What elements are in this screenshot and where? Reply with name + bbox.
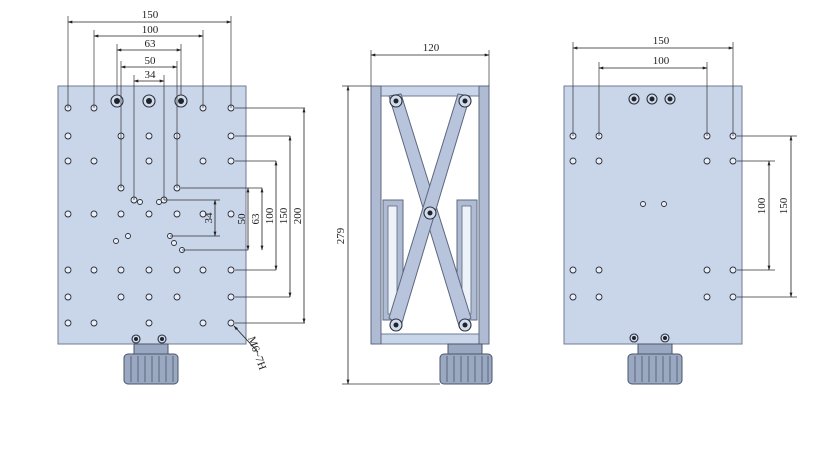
pivot-pins [389,94,472,332]
right-base-plate [563,85,743,345]
middle-adjust-knob [439,343,493,385]
left-tapped-holes [64,104,235,327]
right-counterbore-holes [628,93,676,343]
middle-left-frame [370,85,382,345]
dim-left-right-6: 200 [292,207,304,224]
middle-right-frame [478,85,490,345]
dim-middle-height: 279 [335,227,347,244]
right-side-dimensions: 100 150 [737,135,797,298]
dim-left-top-3: 63 [145,38,157,50]
left-right-dimensions: 34 50 63 100 150 200 [164,107,306,324]
dim-left-right-1: 34 [203,212,215,224]
dim-right-top-2: 100 [653,55,670,67]
right-view: 150 100 100 150 [563,35,797,385]
middle-bottom-plate [370,333,490,345]
dim-left-top-4: 50 [145,55,157,67]
dim-left-right-2: 50 [236,213,248,225]
dim-left-top-2: 100 [142,24,159,36]
dim-left-right-3: 63 [250,213,262,225]
dim-left-top-5: 34 [145,69,157,81]
right-top-dimensions: 150 100 [572,35,734,136]
dim-left-right-4: 100 [264,207,276,224]
dim-right-side-1: 100 [756,197,768,214]
left-adjust-knob [123,343,179,385]
right-adjust-knob [627,343,683,385]
dim-right-top-1: 150 [653,35,670,47]
middle-top-plate [370,85,490,97]
left-top-dimensions: 150 100 63 50 34 [67,9,232,200]
dim-right-side-2: 150 [778,197,790,214]
middle-view: 120 279 [335,42,493,385]
thread-label: M6~7H [245,335,268,372]
middle-dimensions: 120 279 [335,42,490,385]
dim-left-right-5: 150 [278,207,290,224]
dim-left-top-1: 150 [142,9,159,21]
left-view: 150 100 63 50 34 34 50 63 [57,9,306,385]
dim-middle-width: 120 [423,42,440,54]
